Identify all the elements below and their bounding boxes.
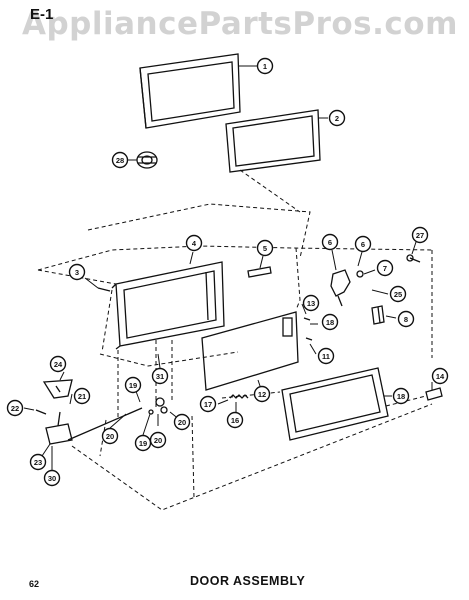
callout-number: 11 xyxy=(322,352,330,361)
callout-number: 12 xyxy=(258,390,266,399)
callout-30: 30 xyxy=(43,469,61,487)
callout-number: 4 xyxy=(192,239,197,248)
callout-28: 28 xyxy=(111,151,129,169)
callout-number: 6 xyxy=(328,238,332,247)
callout-number: 6 xyxy=(361,240,365,249)
callout-24: 24 xyxy=(49,355,67,373)
callout-22: 22 xyxy=(6,399,24,417)
part-gasket xyxy=(281,367,389,441)
callout-number: 28 xyxy=(116,156,124,165)
callout-14: 14 xyxy=(431,367,449,385)
callout-number: 31 xyxy=(156,372,164,381)
callout-18: 18 xyxy=(321,313,339,331)
callout-25: 25 xyxy=(389,285,407,303)
callout-19: 19 xyxy=(124,376,142,394)
callout-number: 3 xyxy=(75,268,79,277)
callout-1: 1 xyxy=(256,57,274,75)
callout-31: 31 xyxy=(151,367,169,385)
callout-12: 12 xyxy=(253,385,271,403)
callout-number: 7 xyxy=(383,264,387,273)
callout-number: 24 xyxy=(54,360,63,369)
callout-number: 13 xyxy=(307,299,315,308)
part-handle xyxy=(425,387,443,401)
callout-20: 20 xyxy=(173,413,191,431)
callout-number: 2 xyxy=(335,114,339,123)
callout-11: 11 xyxy=(317,347,335,365)
callout-20: 20 xyxy=(149,431,167,449)
callout-number: 19 xyxy=(139,439,147,448)
callout-number: 19 xyxy=(129,381,137,390)
part-inner-panel xyxy=(201,311,299,391)
callout-8: 8 xyxy=(397,310,415,328)
callout-leaders xyxy=(23,65,433,470)
callout-number: 8 xyxy=(404,315,408,324)
guide-lines xyxy=(37,169,433,511)
part-latch-bar xyxy=(247,266,272,278)
part-hinge xyxy=(330,269,364,307)
callout-7: 7 xyxy=(376,259,394,277)
callout-4: 4 xyxy=(185,234,203,252)
small-screws xyxy=(35,287,313,415)
callout-6: 6 xyxy=(354,235,372,253)
callout-number: 30 xyxy=(48,474,56,483)
callout-number: 1 xyxy=(263,62,267,71)
callout-18: 18 xyxy=(392,387,410,405)
callout-2: 2 xyxy=(328,109,346,127)
callout-5: 5 xyxy=(256,239,274,257)
callout-3: 3 xyxy=(68,263,86,281)
part-frame xyxy=(225,109,321,173)
callout-number: 16 xyxy=(231,416,239,425)
callout-number: 23 xyxy=(34,458,42,467)
part-main-door-frame xyxy=(111,261,225,350)
callout-27: 27 xyxy=(411,226,429,244)
part-outer-panel xyxy=(139,53,241,129)
part-block xyxy=(371,305,385,325)
callout-17: 17 xyxy=(199,395,217,413)
callout-number: 18 xyxy=(326,318,334,327)
page-number: 62 xyxy=(29,579,40,589)
callout-number: 22 xyxy=(11,404,19,413)
callout-number: 17 xyxy=(204,400,212,409)
callout-number: 20 xyxy=(154,436,162,445)
callout-number: 20 xyxy=(106,432,114,441)
callout-23: 23 xyxy=(29,453,47,471)
callout-number: 14 xyxy=(436,372,445,381)
callout-21: 21 xyxy=(73,387,91,405)
callout-number: 20 xyxy=(178,418,186,427)
callout-number: 25 xyxy=(394,290,402,299)
part-knob xyxy=(136,151,158,169)
section-label: E-1 xyxy=(30,6,54,23)
callout-20: 20 xyxy=(101,427,119,445)
callout-number: 18 xyxy=(397,392,405,401)
part-washers xyxy=(148,397,168,415)
part-lower-latch xyxy=(45,407,143,445)
callout-13: 13 xyxy=(302,294,320,312)
callout-number: 27 xyxy=(416,231,424,240)
callout-number: 21 xyxy=(78,392,86,401)
part-spring xyxy=(229,394,249,399)
callout-16: 16 xyxy=(226,411,244,429)
diagram-title: DOOR ASSEMBLY xyxy=(190,574,306,588)
callout-6: 6 xyxy=(321,233,339,251)
callout-number: 5 xyxy=(263,244,267,253)
watermark: AppliancePartsPros.com xyxy=(22,6,458,42)
part-screw-27 xyxy=(406,254,421,263)
callout-19: 19 xyxy=(134,434,152,452)
part-bracket-24 xyxy=(42,379,73,399)
